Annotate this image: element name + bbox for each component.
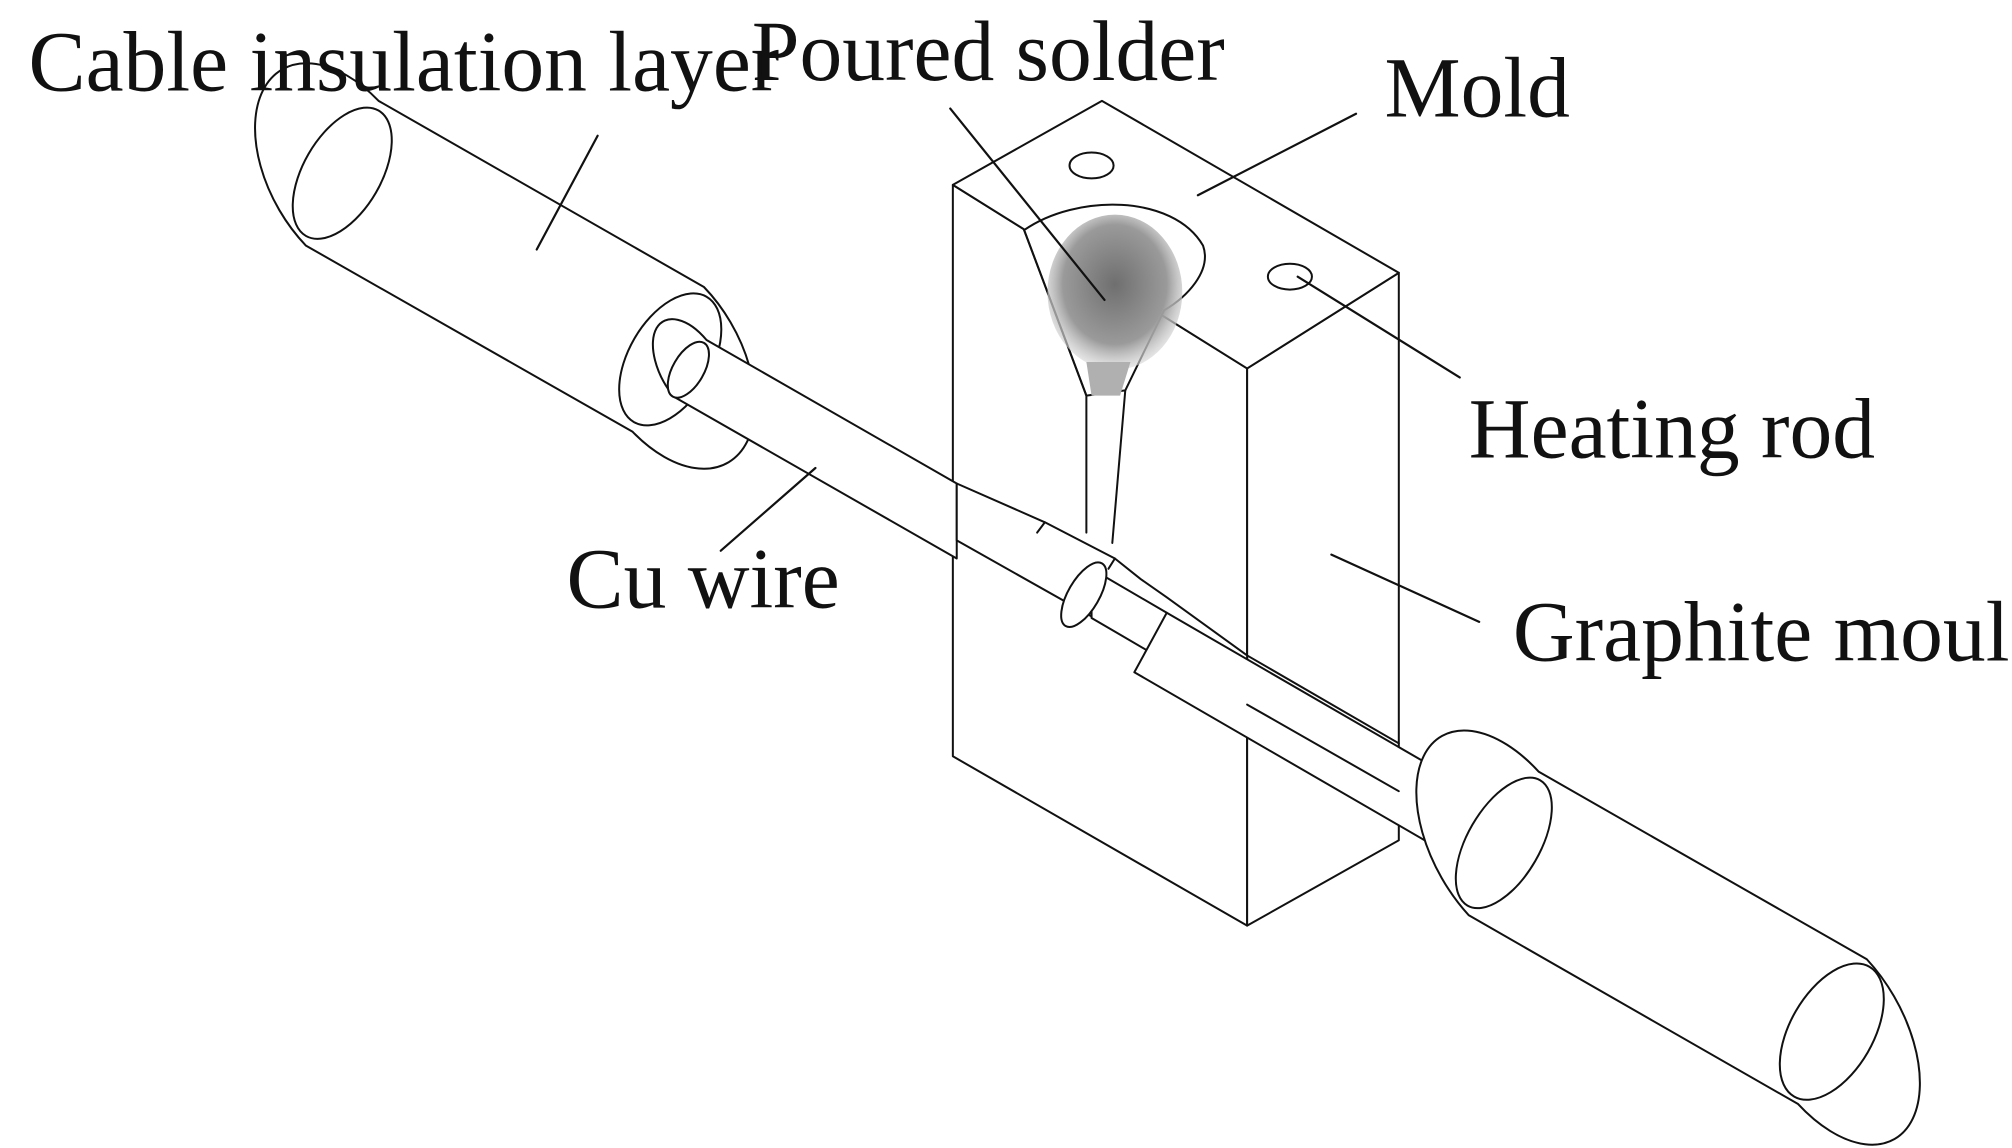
leader-heating-rod bbox=[1298, 277, 1460, 378]
labels: Cable insulation layer Poured solder Mol… bbox=[29, 5, 2012, 679]
poured-solder bbox=[1047, 214, 1183, 396]
mould-right-face bbox=[1247, 273, 1399, 926]
label-cu-wire: Cu wire bbox=[567, 533, 840, 627]
cu-wire-right-outline bbox=[1247, 655, 1399, 791]
right-insulation-near-end bbox=[1436, 762, 1571, 924]
left-cable-insulation bbox=[255, 63, 755, 468]
label-mold: Mold bbox=[1385, 41, 1570, 135]
solder-blob bbox=[1047, 214, 1183, 370]
right-cable-insulation bbox=[1416, 730, 1920, 1144]
heating-rod-hole-front bbox=[1268, 264, 1312, 290]
cavity-edges bbox=[1024, 230, 1125, 543]
label-poured-solder: Poured solder bbox=[752, 5, 1225, 99]
label-graphite-mould: Graphite mould bbox=[1513, 586, 2012, 680]
left-insulation-end bbox=[272, 91, 412, 255]
leader-cable-insulation bbox=[537, 136, 598, 250]
label-heating-rod: Heating rod bbox=[1469, 383, 1875, 477]
cu-wire-right bbox=[1134, 613, 1497, 864]
leader-lines bbox=[537, 109, 1479, 622]
joint-sleeve-end bbox=[1052, 556, 1115, 634]
leader-graphite-mould bbox=[1331, 555, 1479, 622]
heating-rod-hole-back bbox=[1070, 153, 1114, 179]
right-insulation-far-end bbox=[1758, 946, 1905, 1117]
label-cable-insulation-layer: Cable insulation layer bbox=[29, 16, 780, 110]
cu-wire-left-end bbox=[659, 335, 717, 404]
leader-mold bbox=[1198, 114, 1356, 195]
channel-step bbox=[1037, 522, 1115, 569]
cu-wire-left bbox=[653, 319, 957, 558]
solder-neck bbox=[1086, 361, 1131, 396]
leader-poured-solder bbox=[950, 109, 1104, 300]
leader-cu-wire bbox=[721, 468, 816, 551]
